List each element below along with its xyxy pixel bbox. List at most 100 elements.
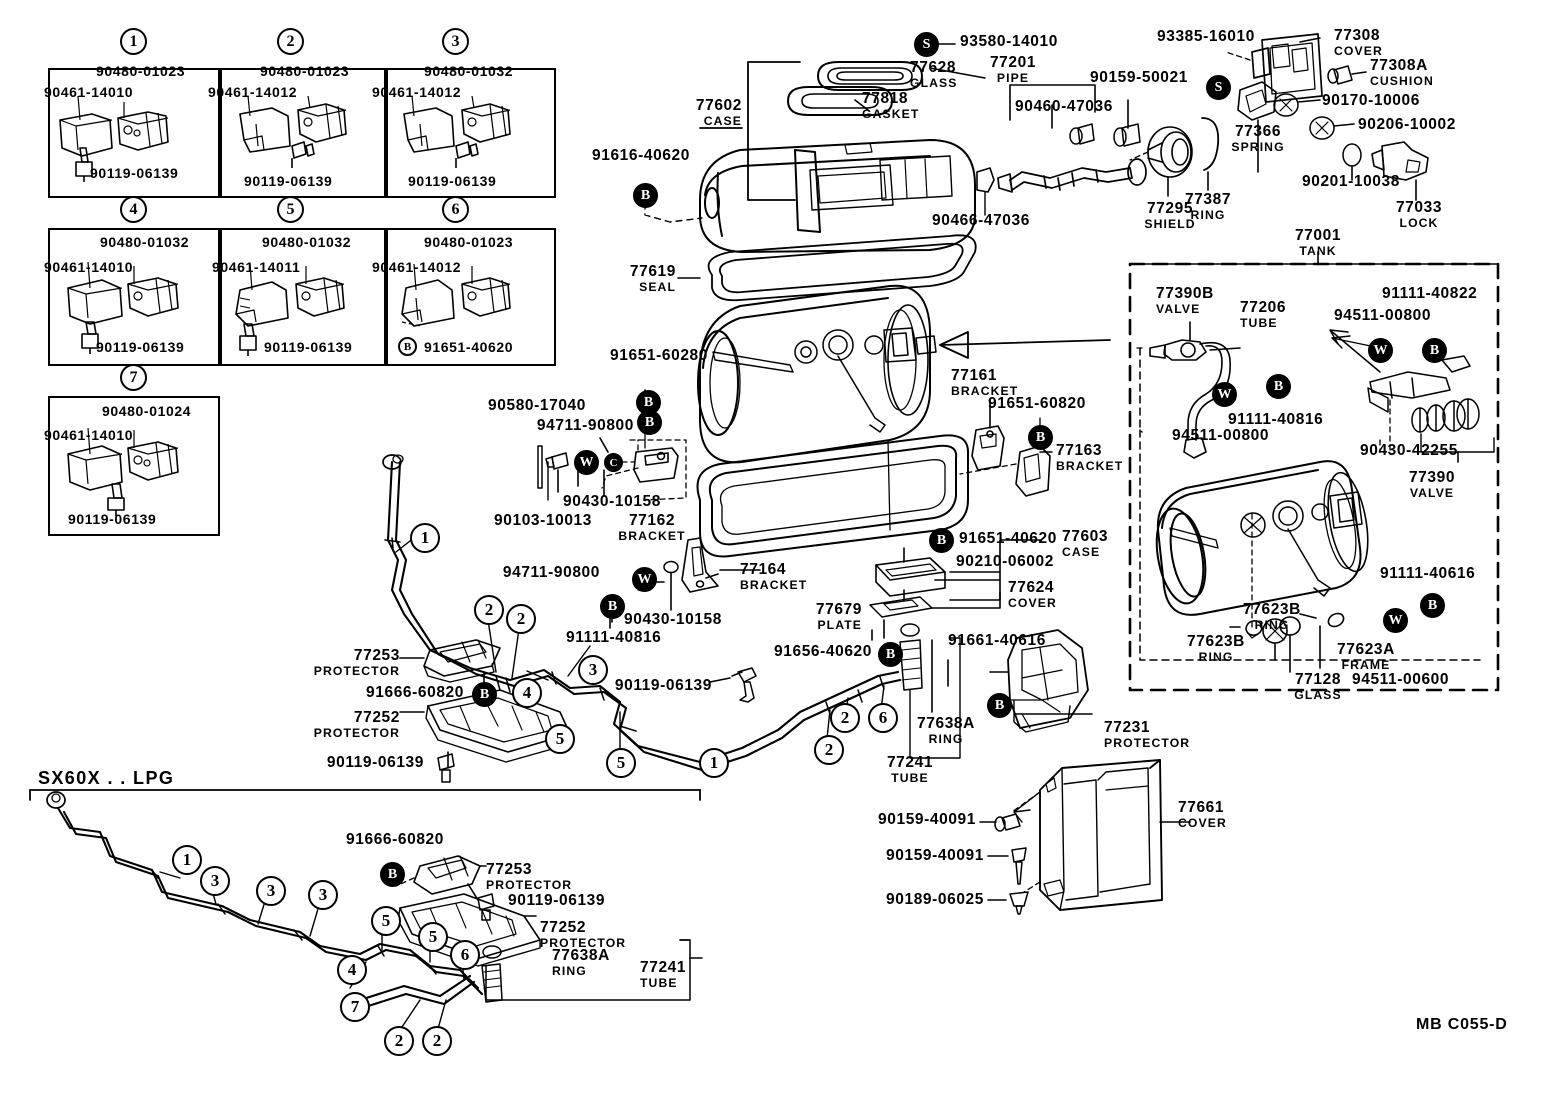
legend-number-4-text: 4	[129, 200, 138, 218]
label-77638a-lower-name: RING	[552, 963, 587, 978]
legend-1-part-left: 90461-14010	[44, 84, 134, 100]
label-77603-number: 77603	[1062, 528, 1109, 545]
label-77628-number: 77628	[910, 59, 957, 76]
label-77624-cover: 77624 COVER	[1008, 579, 1057, 610]
label-90189-06025: 90189-06025	[886, 891, 984, 908]
label-77128-number: 77128	[1294, 671, 1342, 688]
callout-upper-5a-text: 5	[555, 729, 565, 748]
label-77163-name: BRACKET	[1056, 458, 1124, 473]
label-90466-47036: 90466-47036	[932, 212, 1030, 229]
label-77128-name: GLASS	[1294, 687, 1342, 702]
callout-lower-3b: 3	[256, 876, 286, 906]
label-77253-protector-upper: 77253 PROTECTOR	[314, 647, 400, 678]
label-77619-name: SEAL	[639, 279, 676, 294]
callout-upper-3-text: 3	[588, 660, 598, 679]
symbol-b-91651-40620-text: B	[936, 532, 947, 548]
label-77602-case: 77602 CASE	[695, 97, 742, 128]
label-77366-number: 77366	[1234, 123, 1282, 140]
callout-upper-2b: 2	[506, 604, 536, 634]
label-77602-number: 77602	[695, 97, 742, 114]
symbol-b-91111-40822-text: B	[1429, 342, 1440, 358]
label-77162-bracket: 77162 BRACKET	[618, 513, 686, 543]
label-77603-case: 77603 CASE	[1062, 528, 1109, 559]
symbol-b-legend6: B	[398, 337, 417, 356]
label-77679-number: 77679	[815, 601, 862, 618]
callout-lower-1-text: 1	[182, 850, 192, 869]
symbol-w-94511-b: W	[1368, 338, 1393, 363]
label-77623a-name: FRAME	[1341, 657, 1391, 672]
label-90460-47036: 90460-47036	[1015, 98, 1113, 115]
label-91111-40816-left: 91111-40816	[566, 629, 662, 646]
legend-number-6: 6	[442, 196, 469, 223]
label-77308-name: COVER	[1334, 43, 1383, 58]
callout-lower-5a: 5	[371, 906, 401, 936]
symbol-b-91666-upper-text: B	[479, 686, 490, 702]
label-91111-40822: 91111-40822	[1382, 285, 1478, 302]
label-77206-name: TUBE	[1240, 315, 1278, 330]
label-77241-tube-upper: 77241 TUBE	[887, 755, 933, 785]
label-77162-name: BRACKET	[618, 528, 686, 543]
label-77252-protector-upper: 77252 PROTECTOR	[314, 710, 400, 740]
label-77201-pipe: 77201 PIPE	[990, 55, 1036, 85]
callout-lower-4: 4	[337, 955, 367, 985]
callout-upper-5a: 5	[545, 724, 575, 754]
symbol-b-91111-40822: B	[1422, 338, 1447, 363]
callout-upper-1a: 1	[410, 523, 440, 553]
label-77387-number: 77387	[1184, 191, 1232, 208]
legend-2-part-left: 90461-14012	[208, 84, 298, 100]
callout-upper-2c-text: 2	[824, 740, 834, 759]
callout-lower-5b-text: 5	[428, 927, 438, 946]
footer-sheet-code: MB C055-D	[1416, 1016, 1508, 1033]
label-90580-17040: 90580-17040	[488, 397, 586, 414]
callout-upper-1b-text: 1	[709, 753, 719, 772]
label-77390-number: 77390	[1408, 469, 1456, 486]
callout-lower-6-text: 6	[460, 945, 470, 964]
symbol-w-94511-a-text: W	[1217, 386, 1232, 402]
callout-lower-2b: 2	[422, 1026, 452, 1056]
label-77390-valve: 77390 VALVE	[1408, 469, 1456, 500]
label-77366-spring: 77366 SPRING	[1231, 123, 1285, 154]
callout-lower-3b-text: 3	[266, 881, 276, 900]
symbol-b-77162: B	[637, 410, 662, 435]
symbol-w-94511-c-text: W	[1388, 612, 1403, 628]
label-77308a-cushion: 77308A CUSHION	[1370, 58, 1434, 88]
legend-2-part-top: 90480-01023	[260, 63, 350, 79]
label-91616-40620: 91616-40620	[592, 147, 690, 164]
label-91666-60820-upper: 91666-60820	[366, 684, 464, 701]
legend-number-7-text: 7	[129, 368, 138, 386]
legend-6-part-left: 90461-14012	[372, 259, 462, 275]
label-77308-cover: 77308 COVER	[1334, 28, 1383, 58]
label-77623a-frame: 77623A FRAME	[1337, 642, 1395, 672]
label-77624-number: 77624	[1008, 579, 1055, 596]
label-77163-number: 77163	[1056, 442, 1103, 459]
label-77253-lower-number: 77253	[486, 861, 533, 878]
callout-lower-5a-text: 5	[381, 911, 391, 930]
callout-upper-6-text: 6	[878, 708, 888, 727]
label-77231-protector: 77231 PROTECTOR	[1104, 720, 1190, 750]
symbol-b-91651-60820: B	[1028, 425, 1053, 450]
legend-number-2: 2	[277, 28, 304, 55]
legend-6-part-top: 90480-01023	[424, 234, 514, 250]
label-77253-lower-name: PROTECTOR	[486, 877, 573, 892]
section-label-sx60x: SX60X . . LPG	[38, 768, 175, 788]
label-77366-name: SPRING	[1231, 139, 1285, 154]
label-94511-00800-b: 94511-00800	[1334, 307, 1432, 324]
callout-upper-4: 4	[512, 678, 542, 708]
label-77128-glass: 77128 GLASS	[1294, 671, 1342, 702]
label-77623b-2-number: 77623B	[1187, 633, 1245, 650]
label-77253-upper-number: 77253	[353, 647, 400, 664]
label-77628-glass: 77628 GLASS	[910, 59, 957, 90]
callout-lower-6: 6	[450, 940, 480, 970]
label-77661-cover: 77661 COVER	[1178, 800, 1227, 830]
callout-lower-7: 7	[340, 992, 370, 1022]
legend-number-2-text: 2	[286, 32, 295, 50]
symbol-c-90430-a: C	[604, 453, 623, 472]
symbol-b-91111-40816-right-text: B	[1273, 378, 1284, 394]
symbol-b-91111-40616-text: B	[1427, 597, 1438, 613]
label-90159-50021: 90159-50021	[1090, 69, 1188, 86]
symbol-b-91616: B	[633, 183, 658, 208]
label-77818-name: GASKET	[862, 106, 920, 121]
label-77206-tube: 77206 TUBE	[1240, 300, 1286, 330]
callout-upper-2c: 2	[814, 735, 844, 765]
label-77623b-ring-1: 77623B RING	[1243, 602, 1301, 632]
